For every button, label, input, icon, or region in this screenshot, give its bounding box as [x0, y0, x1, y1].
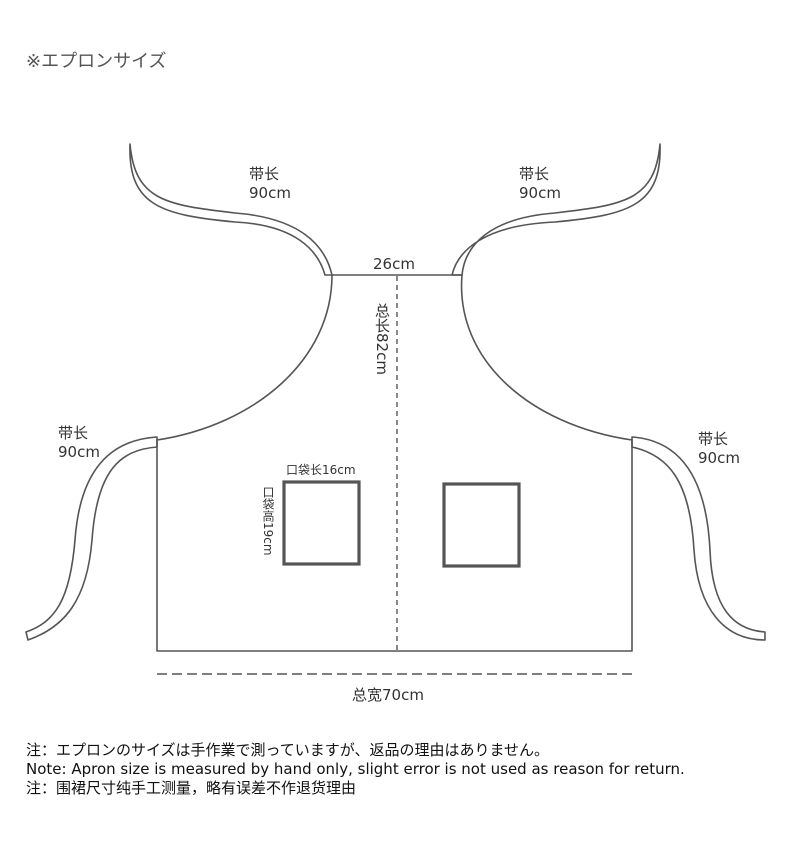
strap-lower-right	[631, 436, 766, 641]
strap-label-name: 带长	[698, 430, 729, 448]
top-width-label: 26cm	[373, 255, 415, 273]
strap-label-value: 90cm	[698, 449, 740, 467]
note-chinese: 注：围裙尺寸纯手工测量，略有误差不作退货理由	[26, 779, 357, 797]
pocket-left	[282, 480, 361, 566]
pocket-right	[442, 482, 521, 568]
pocket-width-label: 口袋长16cm	[286, 463, 356, 477]
strap-lower-left	[25, 436, 158, 641]
strap-label-value: 90cm	[519, 184, 561, 202]
strap-top-right	[451, 143, 661, 276]
strap-label-name: 带长	[58, 424, 89, 442]
total-width-label: 总宽70cm	[352, 686, 424, 704]
apron-body-outline	[156, 274, 633, 652]
page-title: ※エプロンサイズ	[26, 51, 167, 72]
note-english: Note: Apron size is measured by hand onl…	[26, 760, 685, 778]
total-length-label: 总长82cm	[373, 303, 391, 375]
strap-label-lower-left: 带长 90cm	[58, 424, 100, 462]
strap-label-top-right: 带长 90cm	[519, 165, 561, 203]
strap-label-top-left: 带长 90cm	[249, 165, 291, 203]
strap-top-left	[129, 143, 333, 276]
strap-label-value: 90cm	[58, 443, 100, 461]
strap-label-value: 90cm	[249, 184, 291, 202]
strap-label-name: 带长	[249, 165, 280, 183]
strap-label-lower-right: 带长 90cm	[698, 430, 740, 468]
strap-label-name: 带长	[519, 165, 550, 183]
note-japanese: 注：エプロンのサイズは手作業で測っていますが、返品の理由はありません。	[26, 741, 550, 759]
pocket-height-label: 口袋高19cm	[261, 486, 275, 556]
notes: 注：エプロンのサイズは手作業で測っていますが、返品の理由はありません。 Note…	[26, 741, 685, 798]
